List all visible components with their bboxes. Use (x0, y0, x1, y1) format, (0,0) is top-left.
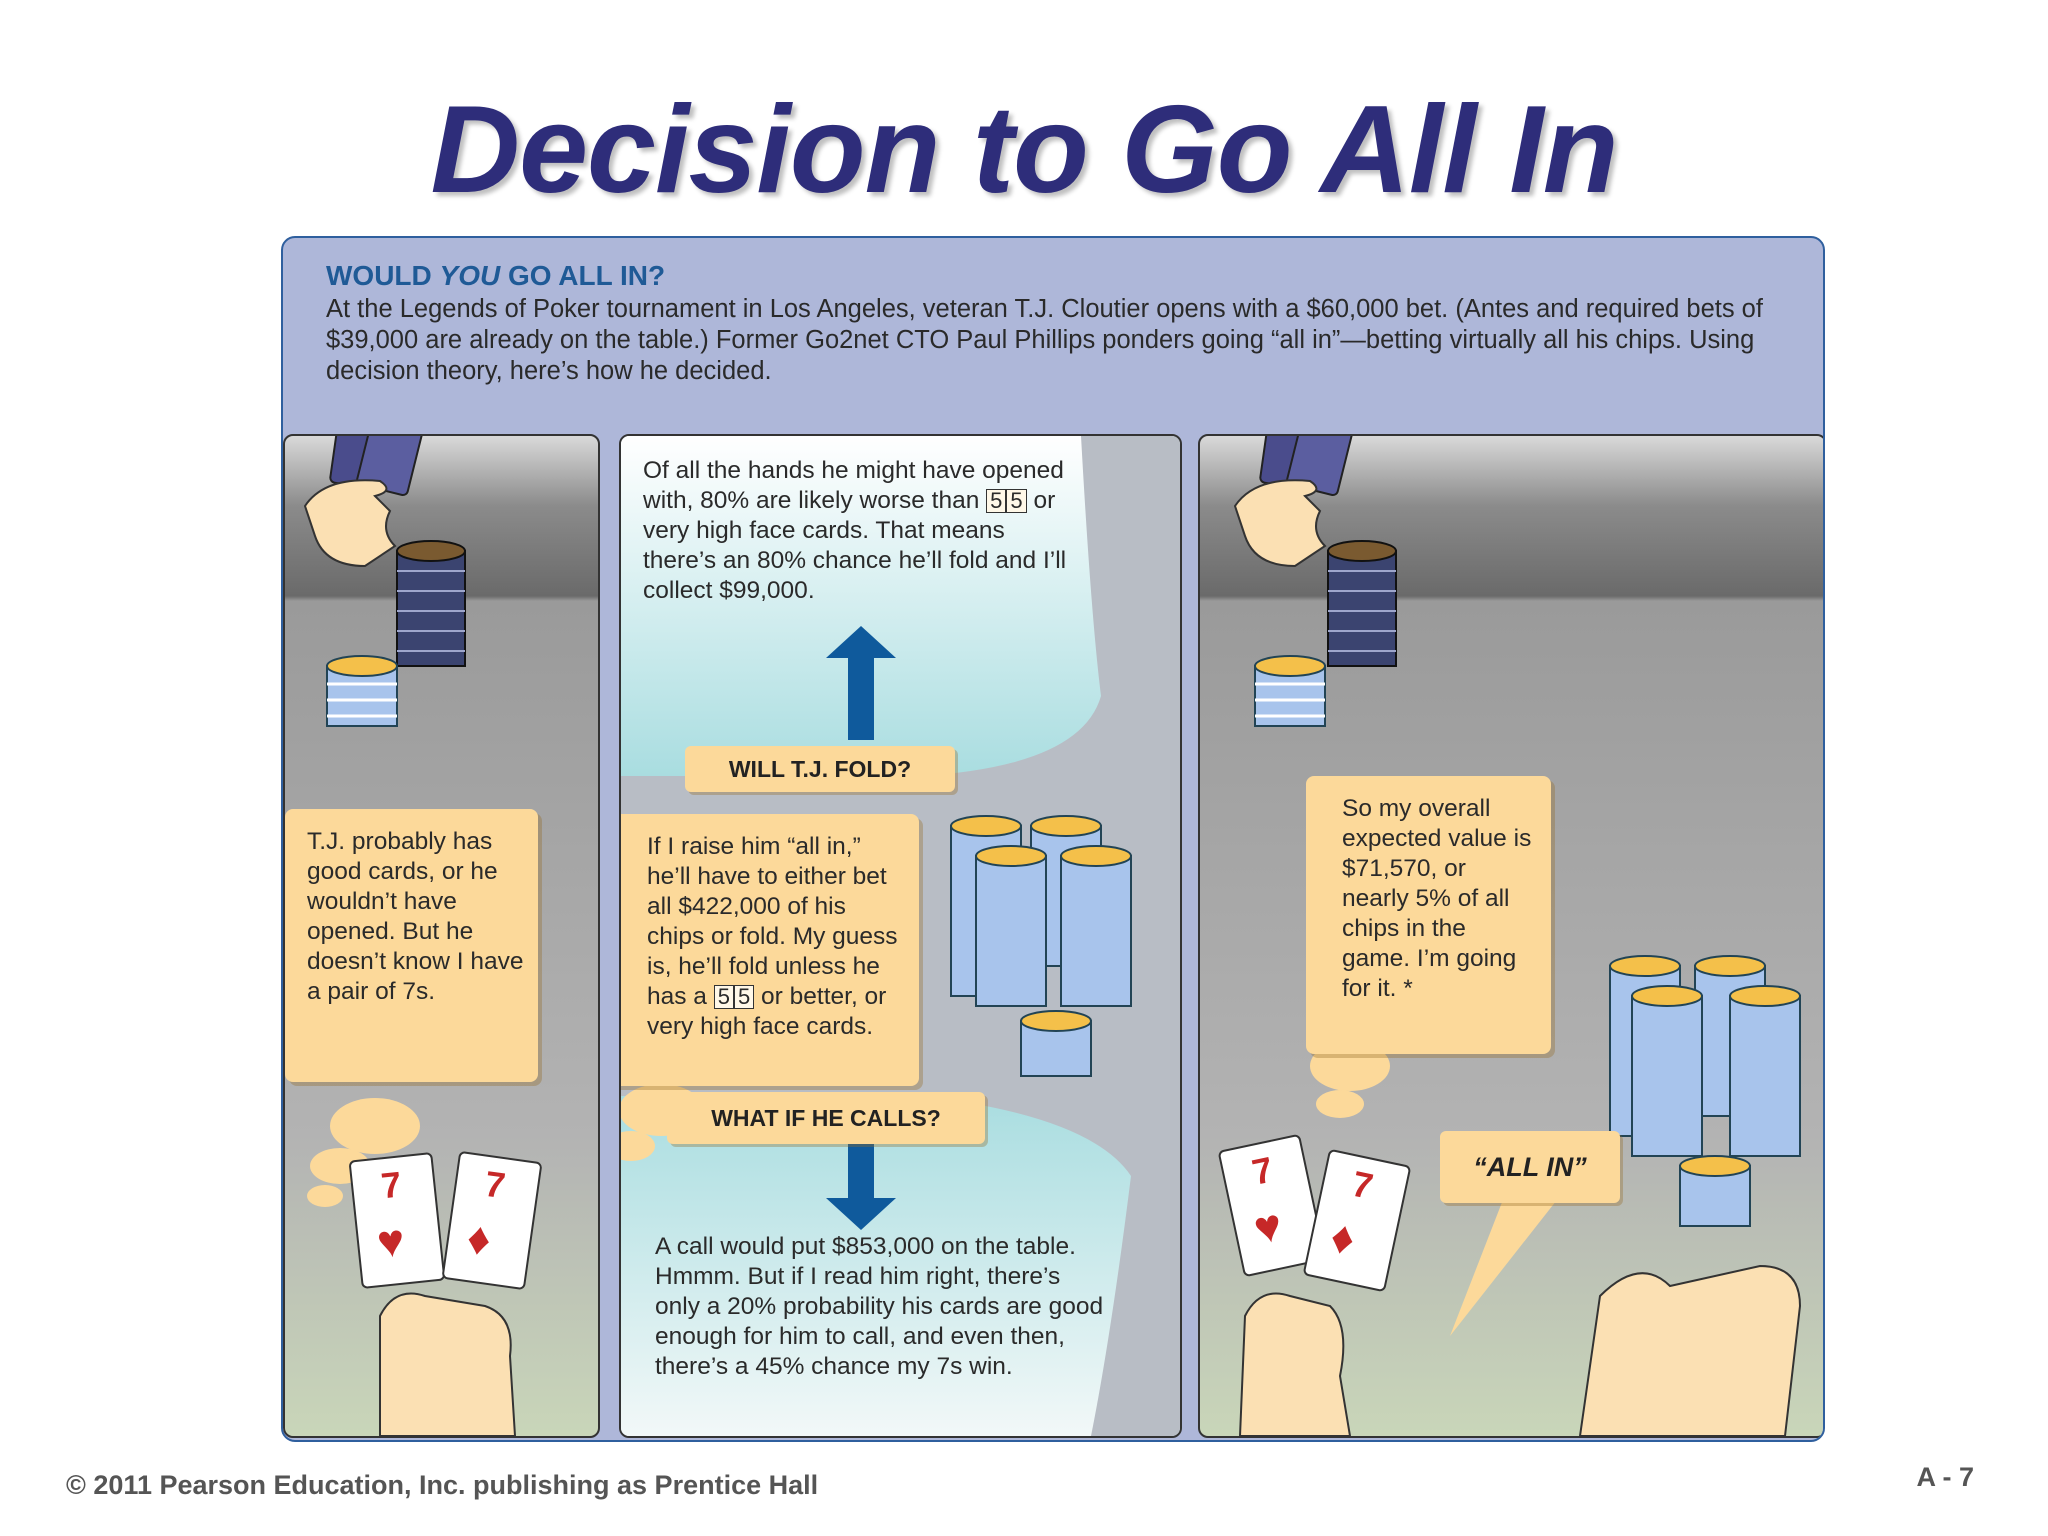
page-number: A - 7 (1916, 1462, 1974, 1492)
dark-chip-stack-icon (396, 540, 466, 667)
heart-icon: ♥ (374, 1213, 408, 1269)
card-rank: 7 (379, 1163, 404, 1207)
panel-right: 7 ♥ 7 ♦ So my overall expected value is … (1198, 434, 1823, 1438)
bottom-cloud (621, 1096, 1131, 1436)
comic-frame: WOULD YOU GO ALL IN? At the Legends of P… (281, 236, 1825, 1442)
thought-bubble-center: If I raise him “all in,” he’ll have to e… (621, 814, 919, 1086)
card-seven-hearts: 7 ♥ (348, 1151, 446, 1290)
hand-icon (303, 479, 397, 568)
intro-text: At the Legends of Poker tournament in Lo… (326, 295, 1763, 385)
blue-chip-stacks-icon (950, 815, 1132, 1077)
all-in-chip-stacks-icon (1609, 955, 1801, 1227)
thought-bubble-left: T.J. probably has good cards, or he woul… (285, 809, 538, 1082)
diamond-icon: ♦ (1326, 1209, 1360, 1266)
panel-left-art (303, 436, 517, 1436)
card-rank: 7 (1248, 1148, 1277, 1193)
heart-icon: ♥ (1249, 1198, 1287, 1255)
dark-chip-stack-icon (1327, 540, 1397, 667)
what-if-calls-label: WHAT IF HE CALLS? (667, 1092, 985, 1144)
card-five-box: 5 (986, 489, 1007, 513)
will-fold-label: WILL T.J. FOLD? (685, 746, 955, 792)
arrow-up-icon (826, 626, 896, 740)
all-in-speech-bubble: “ALL IN” (1440, 1131, 1620, 1203)
card-five-box: 5 (1006, 489, 1027, 513)
card-rank: 7 (1348, 1162, 1377, 1208)
panel-center: Of all the hands he might have opened wi… (619, 434, 1182, 1438)
slide-title: Decision to Go All In (430, 81, 1619, 219)
thought-bubble-right: So my overall expected value is $71,570,… (1306, 776, 1551, 1054)
diamond-icon: ♦ (463, 1211, 495, 1266)
card-five-box: 5 (734, 985, 755, 1009)
face-down-cards-icon (1259, 436, 1356, 497)
hand-holding-cards-icon (379, 1292, 517, 1436)
intro-heading: WOULD YOU GO ALL IN? (326, 260, 666, 291)
open-hand-icon (1578, 1264, 1802, 1436)
hand-holding-cards-icon (1238, 1292, 1352, 1436)
top-cloud (621, 436, 1101, 776)
copyright-footer: © 2011 Pearson Education, Inc. publishin… (66, 1470, 819, 1500)
panel-right-art (1233, 436, 1802, 1436)
blue-chip-stack-icon (1254, 655, 1326, 727)
card-rank: 7 (482, 1162, 508, 1207)
card-seven-diamonds: 7 ♦ (441, 1150, 543, 1291)
call-outcome-text: A call would put $853,000 on the table. … (655, 1233, 1104, 1380)
fold-outcome-text: Of all the hands he might have opened wi… (643, 457, 1067, 604)
panel-left: 7 ♥ 7 ♦ T.J. probably has good cards, or… (283, 434, 600, 1438)
hand-icon (1233, 479, 1327, 568)
blue-chip-stack-icon (326, 655, 398, 727)
card-five-box: 5 (713, 985, 734, 1009)
